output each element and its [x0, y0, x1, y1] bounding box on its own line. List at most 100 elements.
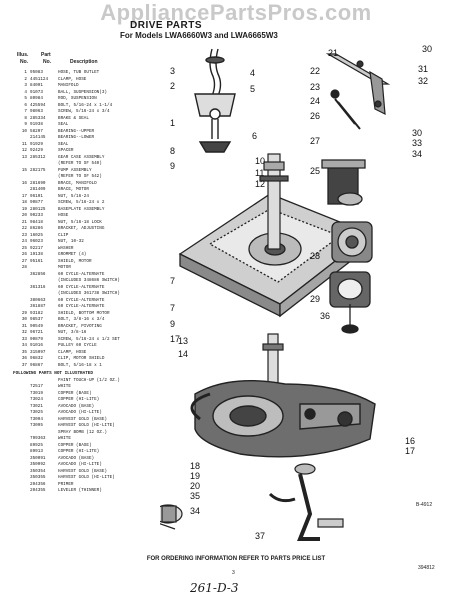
- illus-number: 21: [21, 219, 27, 225]
- illus-number: 8: [24, 115, 27, 121]
- svg-text:1: 1: [170, 118, 175, 128]
- part-description: (REFER TO SF 542): [58, 174, 102, 179]
- illus-number: 16: [21, 180, 27, 186]
- part-description: LEVELER (THINNER): [58, 488, 102, 493]
- svg-text:5: 5: [250, 84, 255, 94]
- part-description: BRACE, MOTOR: [58, 187, 89, 192]
- svg-text:2: 2: [170, 81, 175, 91]
- part-description: AVOCADO (BASE): [58, 403, 95, 409]
- svg-text:7: 7: [170, 303, 175, 313]
- part-description: AVOCADO (HI-LITE): [58, 462, 102, 467]
- part-number: 86286: [30, 226, 43, 231]
- part-description: 60 CYCLE-ALTERNATE: [58, 304, 105, 309]
- part-description: BRACKET, ADJUSTING: [58, 226, 105, 231]
- part-number: 90233: [30, 213, 43, 218]
- part-number: 96101: [30, 193, 43, 199]
- parts-row: 361887 60 CYCLE-ALTERNATE: [13, 304, 173, 311]
- svg-text:31: 31: [418, 64, 428, 74]
- illus-number: 15: [21, 167, 27, 173]
- part-description: SEAL: [58, 122, 69, 127]
- part-number: 285334: [30, 115, 46, 121]
- part-number: 89913: [30, 449, 43, 454]
- part-number: 80984: [30, 96, 43, 101]
- part-number: 425594: [30, 102, 46, 108]
- illus-number: [13, 488, 30, 495]
- part-description: BOLT, 5/16-24 x 1-1/4: [58, 102, 113, 108]
- part-description: MOTOR: [58, 265, 71, 270]
- header-illus: Illus.: [17, 52, 29, 58]
- part-description: SPACER: [58, 148, 74, 153]
- part-number: 91016: [30, 343, 43, 348]
- svg-text:36: 36: [320, 311, 330, 321]
- part-number: 98418: [30, 219, 43, 225]
- part-number: 91073: [30, 89, 43, 95]
- part-number: 362856: [30, 271, 46, 277]
- svg-text:30: 30: [422, 44, 432, 54]
- part-description: PAINT TOUCH-UP (1/2 OZ.): [58, 377, 120, 383]
- illus-number: 28: [21, 265, 27, 270]
- header-part-no: No.: [43, 59, 52, 65]
- svg-text:12: 12: [255, 179, 265, 189]
- part-number: 361316: [30, 284, 46, 290]
- svg-text:17: 17: [405, 446, 415, 456]
- part-description: HOSE: [58, 213, 69, 218]
- svg-text:10: 10: [255, 156, 265, 166]
- part-number: 204356: [30, 481, 46, 487]
- svg-text:6: 6: [252, 131, 257, 141]
- part-number: 19138: [30, 252, 43, 257]
- svg-text:27: 27: [310, 136, 320, 146]
- part-number: 91938: [30, 122, 43, 127]
- part-description: PRIMER: [58, 481, 74, 487]
- part-number: 90879: [30, 336, 43, 342]
- part-description: CLIP: [58, 232, 69, 238]
- svg-text:29: 29: [310, 294, 320, 304]
- header-part: Part: [41, 52, 51, 58]
- part-number: 73024: [30, 397, 43, 402]
- svg-text:3: 3: [170, 66, 175, 76]
- part-number: 90549: [30, 323, 43, 329]
- illus-number: 36: [21, 356, 27, 361]
- svg-text:34: 34: [190, 506, 200, 516]
- part-number: 315097: [30, 349, 46, 355]
- svg-text:35: 35: [190, 491, 200, 501]
- svg-text:19: 19: [190, 471, 200, 481]
- illus-number: 32: [21, 330, 27, 335]
- illus-number: 7: [24, 109, 27, 114]
- svg-text:17: 17: [170, 334, 180, 344]
- parts-row: (INCLUDES 361738 SWITCH): [13, 291, 173, 298]
- part-description: (INCLUDES 348686 SWITCH): [58, 278, 120, 283]
- part-description: NUT, 3/8-16: [58, 330, 87, 335]
- part-number: 96832: [30, 356, 43, 361]
- header-no: No.: [20, 59, 29, 65]
- part-number: 361887: [30, 304, 46, 309]
- part-number: 73021: [30, 403, 43, 409]
- part-description: GROMMET (4): [58, 252, 87, 257]
- part-description: BASEPLATE ASSEMBLY: [58, 206, 105, 212]
- part-number: 98063: [30, 109, 43, 114]
- svg-text:23: 23: [310, 82, 320, 92]
- header-description: Description: [70, 59, 98, 65]
- part-description: PULLEY 60 CYCLE: [58, 343, 97, 348]
- page-subtitle: For Models LWA6660W3 and LWA6665W3: [120, 31, 278, 40]
- part-description: COPPER (BASE): [58, 390, 92, 396]
- svg-text:20: 20: [190, 481, 200, 491]
- handwritten-note: 261-D-3: [190, 581, 239, 595]
- illus-number: 26: [21, 252, 27, 257]
- part-description: NUT, 5/16-18 LOCK: [58, 219, 102, 225]
- svg-text:37: 37: [255, 531, 265, 541]
